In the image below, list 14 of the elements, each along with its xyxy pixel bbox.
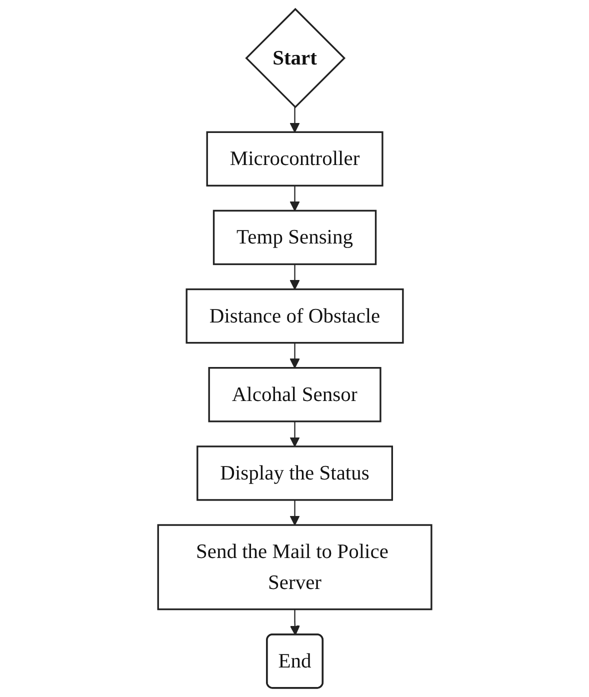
arrow — [290, 609, 300, 636]
arrow — [289, 107, 300, 133]
node-box: Alcohal Sensor — [208, 367, 382, 422]
arrow — [289, 342, 300, 368]
arrow — [289, 186, 300, 212]
arrow — [289, 264, 300, 290]
node-diamond: Start — [244, 8, 346, 108]
node-box: Microcontroller — [206, 131, 384, 186]
arrow — [289, 421, 300, 447]
arrow — [289, 500, 300, 526]
node-box: Display the Status — [196, 446, 393, 501]
node-box: Send the Mail to Police Server — [156, 524, 432, 610]
node-box: Distance of Obstacle — [185, 288, 404, 344]
node-box: Temp Sensing — [212, 210, 376, 266]
